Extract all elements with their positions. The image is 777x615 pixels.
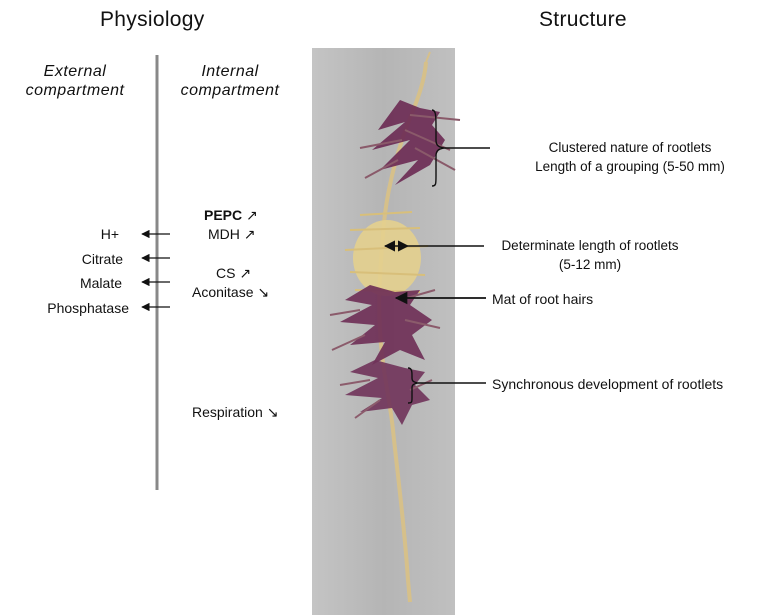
clustered-nature-label: Clustered nature of rootletsLength of a … [500, 138, 760, 176]
respiration-label: Respiration ↘ [192, 404, 278, 421]
enzyme-pepc: PEPC ↗ [204, 207, 258, 224]
root-hair-mat-label: Mat of root hairs [492, 291, 593, 307]
secreted-phosphatase: Phosphatase [47, 300, 129, 316]
enzyme-aconitase: Aconitase ↘ [192, 284, 269, 301]
secreted-citrate: Citrate [82, 251, 123, 267]
determinate-length-label: Determinate length of rootlets(5-12 mm) [490, 236, 690, 274]
enzyme-cs: CS ↗ [216, 265, 251, 282]
enzyme-mdh: MDH ↗ [208, 226, 256, 243]
secreted-malate: Malate [80, 275, 122, 291]
secreted-h-plus: H+ [101, 226, 119, 242]
synchronous-development-label: Synchronous development of rootlets [492, 376, 723, 392]
